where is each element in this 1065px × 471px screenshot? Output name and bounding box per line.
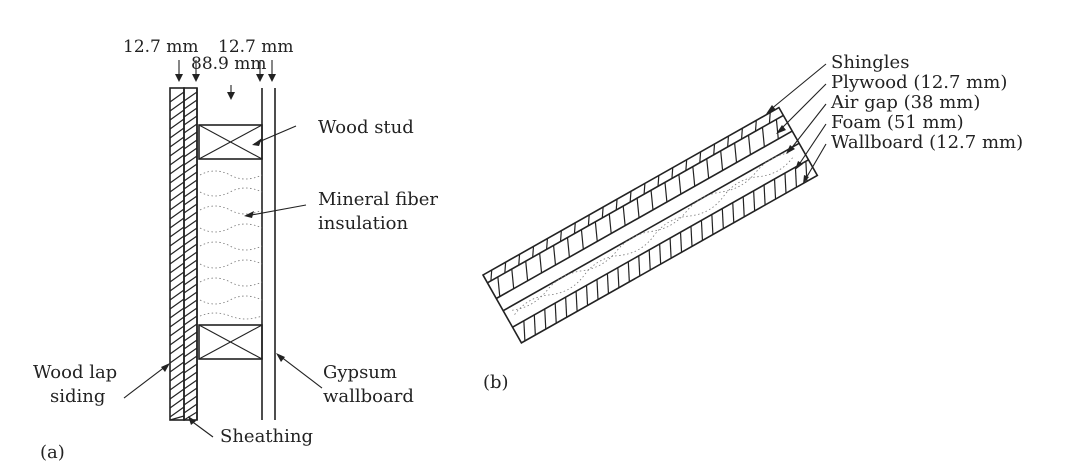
- roof-layer-label-shingles: Shingles: [831, 52, 909, 73]
- dim-label-left: 12.7 mm: [123, 37, 199, 57]
- mineral-fiber-insulation: [199, 170, 263, 320]
- roof-layer-label-wallboard: Wallboard (12.7 mm): [831, 132, 1023, 153]
- dim-label-right: 12.7 mm: [218, 37, 294, 57]
- foam-layer: [512, 152, 794, 315]
- wall-section: 12.7 mm 12.7 mm 88.9 mm Wood stud Minera…: [33, 37, 438, 463]
- panel-b-label: (b): [483, 372, 509, 393]
- roof-layer-label-foam: Foam (51 mm): [831, 112, 964, 133]
- insulation-label-line2: insulation: [318, 213, 408, 234]
- wallboard-layer: [523, 161, 808, 341]
- wood-stud-label: Wood stud: [318, 117, 414, 138]
- dim-label-middle: 88.9 mm: [191, 54, 267, 74]
- plywood-layer: [497, 119, 779, 297]
- dimension-arrows: [175, 60, 276, 100]
- siding-label-line2: siding: [50, 386, 105, 407]
- wood-lap-siding-layer: [169, 87, 185, 421]
- insulation-label-line1: Mineral fiber: [318, 189, 438, 210]
- siding-label-line1: Wood lap: [33, 362, 117, 383]
- shingles-layer: [490, 112, 771, 281]
- roof-layer-label-plywood: Plywood (12.7 mm): [831, 72, 1007, 93]
- roof-layer-label-air-gap: Air gap (38 mm): [830, 92, 980, 113]
- gypsum-label-line1: Gypsum: [323, 362, 397, 383]
- sheathing-label: Sheathing: [220, 426, 313, 447]
- roof-leaders: [766, 63, 827, 184]
- gypsum-label-line2: wallboard: [323, 386, 414, 407]
- wall-leaders: [123, 125, 323, 438]
- roof-section: Shingles Plywood (12.7 mm) Air gap (38 m…: [481, 52, 1023, 393]
- sheathing-layer: [183, 87, 198, 421]
- wood-stud-bottom: [198, 324, 263, 360]
- wood-stud-top: [198, 124, 263, 160]
- panel-a-label: (a): [40, 442, 65, 463]
